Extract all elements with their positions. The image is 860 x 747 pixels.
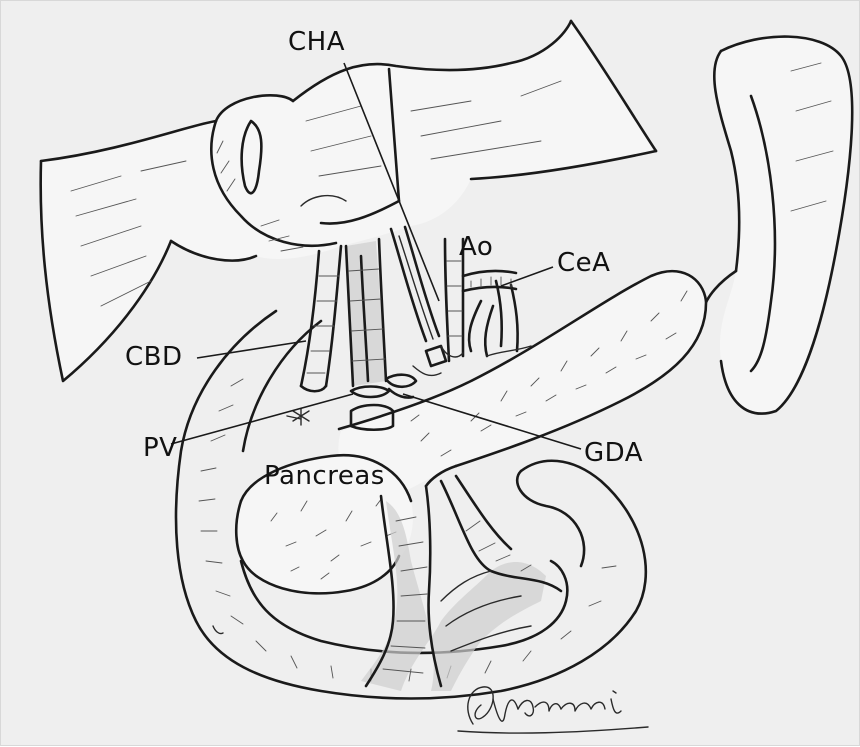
label-gda: GDA bbox=[584, 440, 643, 466]
artist-signature bbox=[453, 669, 653, 739]
stomach bbox=[703, 37, 852, 414]
label-ao: Ao bbox=[459, 234, 493, 260]
label-cbd: CBD bbox=[125, 344, 183, 370]
label-cea: CeA bbox=[557, 250, 610, 276]
mesenteric-vessels bbox=[361, 476, 561, 691]
label-cha: CHA bbox=[288, 29, 345, 55]
label-pv: PV bbox=[143, 435, 177, 461]
leader-cea bbox=[501, 267, 553, 286]
label-pancreas: Pancreas bbox=[264, 463, 385, 489]
leader-pv bbox=[171, 394, 353, 444]
